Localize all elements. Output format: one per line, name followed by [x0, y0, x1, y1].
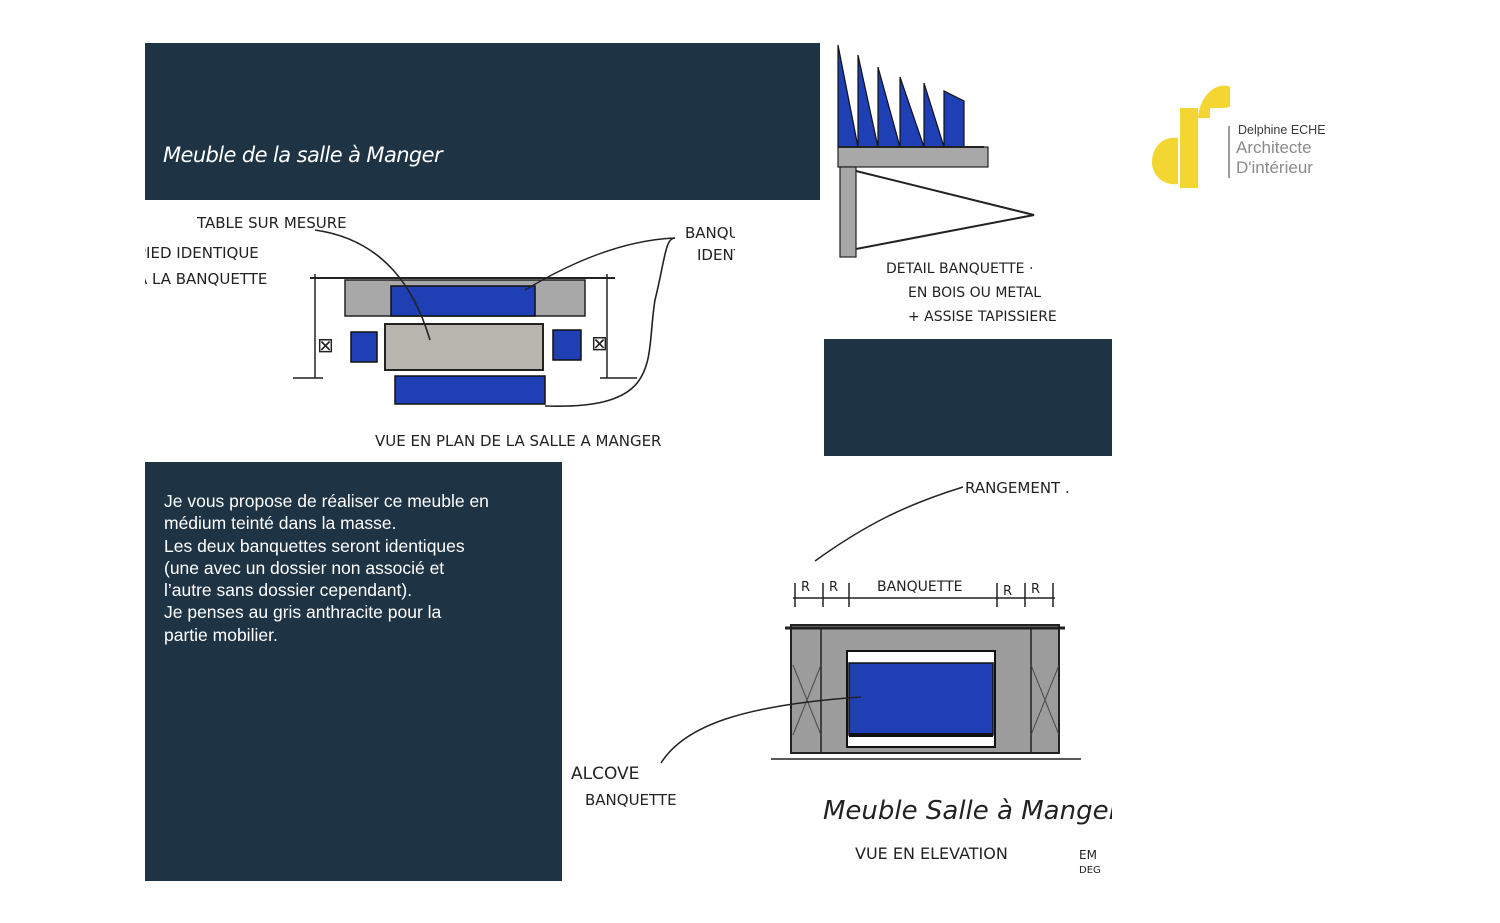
description-line: Je penses au gris anthracite pour la	[164, 602, 442, 623]
label-r: R	[1003, 584, 1012, 599]
title-panel: Meuble de la salle à Manger	[145, 43, 820, 200]
logo-line-1: Architecte	[1236, 138, 1312, 157]
description-line: Je vous propose de réaliser ce meuble en	[164, 491, 489, 511]
corner-mark-2: DEG	[1079, 865, 1101, 876]
description-line: médium teinté dans la masse.	[164, 513, 397, 534]
description-line: partie mobilier.	[164, 624, 278, 645]
sketch-plan-view: ⊠ ⊠ TABLE SUR MESURE PIED IDENTIQUE A LA…	[145, 200, 735, 462]
label-banquette: BANQUETTE	[877, 579, 962, 595]
elevation-caption-2: VUE EN ELEVATION	[855, 844, 1008, 863]
logo-divider	[1228, 126, 1230, 178]
cushion-top	[390, 285, 536, 317]
description-line: (une avec un dossier non associé et	[164, 557, 445, 578]
text-panel: Je vous propose de réaliser ce meuble en…	[145, 462, 562, 881]
table-top	[384, 323, 544, 371]
label-r: R	[1031, 582, 1040, 597]
detail-caption-1: DETAIL BANQUETTE ·	[886, 261, 1033, 277]
label-banquettes-2: IDENTIQUES	[697, 246, 735, 264]
label-alcove-1: ALCOVE	[571, 764, 639, 784]
detail-caption-2: EN BOIS OU METAL	[908, 285, 1041, 301]
page-title: Meuble de la salle à Manger	[163, 143, 443, 167]
brand-logo: Delphine ECHE Architecte D'intérieur	[1150, 78, 1340, 193]
plan-caption: VUE EN PLAN DE LA SALLE A MANGER	[375, 432, 661, 450]
corner-mark-1: EM	[1079, 848, 1097, 862]
svg-text:⊠: ⊠	[317, 333, 334, 357]
svg-text:⊠: ⊠	[591, 331, 608, 355]
cushion-front	[394, 375, 546, 405]
navy-block	[824, 339, 1112, 456]
elevation-caption-1: Meuble Salle à Manger	[823, 796, 1112, 826]
label-banquettes-1: BANQUETTES	[685, 224, 735, 242]
sketch-elevation-view: R R BANQUETTE R R RANGEMENT . ALCOVE BAN…	[565, 465, 1112, 881]
detail-drawing: DETAIL BANQUETTE · EN BOIS OU METAL + AS…	[837, 44, 1057, 325]
label-rangement: RANGEMENT .	[965, 479, 1070, 497]
label-table: TABLE SUR MESURE	[196, 214, 347, 232]
label-alcove-2: BANQUETTE	[585, 791, 677, 809]
logo-line-2: D'intérieur	[1236, 158, 1313, 177]
logo-monogram-icon	[1152, 85, 1230, 188]
plan-drawing: ⊠ ⊠ TABLE SUR MESURE PIED IDENTIQUE A LA…	[145, 214, 735, 450]
detail-caption-3: + ASSISE TAPISSIERE	[908, 309, 1057, 325]
description-text: Je vous propose de réaliser ce meuble en…	[164, 490, 544, 646]
description-line: l’autre sans dossier cependant).	[164, 580, 413, 601]
label-pied-1: PIED IDENTIQUE	[145, 244, 259, 262]
sketch-detail-view: DETAIL BANQUETTE · EN BOIS OU METAL + AS…	[834, 43, 1112, 333]
logo-name: Delphine ECHE	[1238, 123, 1326, 137]
label-pied-2: A LA BANQUETTE	[145, 270, 267, 288]
label-r: R	[829, 580, 838, 595]
label-r: R	[801, 580, 810, 595]
description-line: Les deux banquettes seront identiques	[164, 535, 465, 556]
elevation-drawing: R R BANQUETTE R R RANGEMENT . ALCOVE BAN…	[571, 479, 1112, 876]
alcove-cushion	[848, 662, 994, 736]
